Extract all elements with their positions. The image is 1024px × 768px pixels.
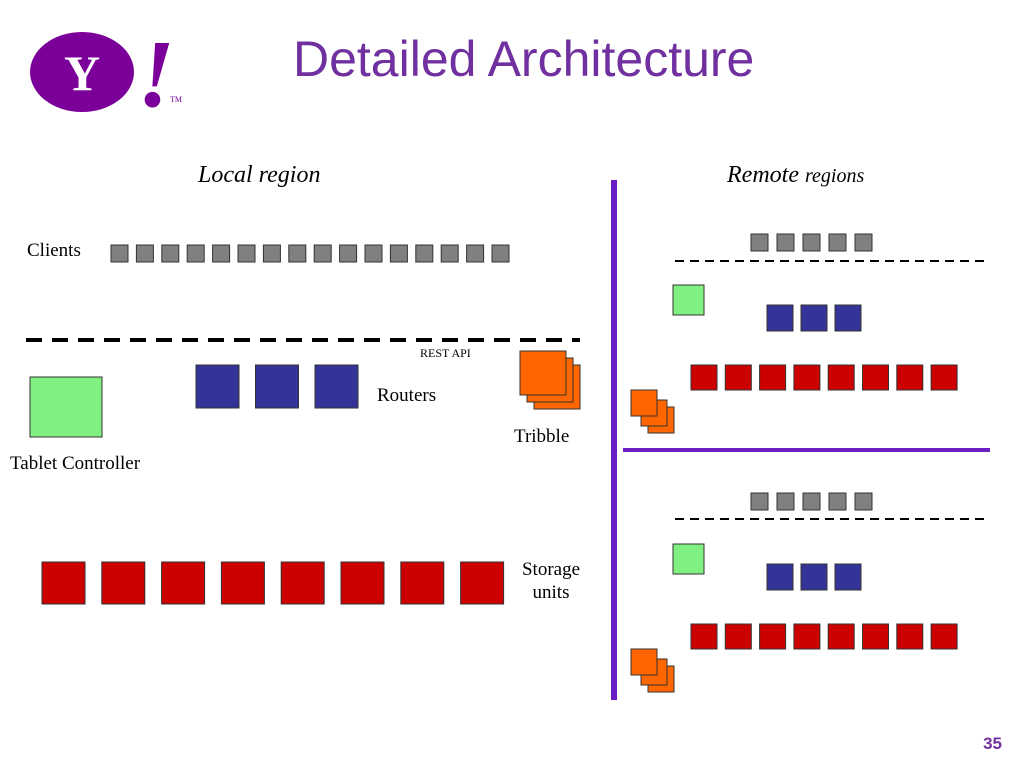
local-region-heading: Local region — [198, 162, 321, 188]
remote-tribble — [630, 389, 658, 417]
remote-storage-unit — [793, 364, 821, 391]
remote-storage-unit — [896, 364, 924, 391]
remote-heading-part1: Remote — [727, 162, 799, 188]
storage-unit — [280, 561, 325, 605]
remote-router-node — [834, 563, 862, 591]
remote-client-node — [802, 492, 821, 511]
remote-storage-unit — [724, 364, 752, 391]
router-node — [255, 364, 299, 409]
local-storage-row — [41, 561, 505, 605]
storage-unit — [460, 561, 505, 605]
remote-region-1 — [630, 233, 958, 434]
remote-storage-unit — [759, 623, 787, 650]
remote-tribble — [630, 648, 658, 676]
logo-exclaim: ! — [137, 28, 174, 120]
remote-client-node — [776, 492, 795, 511]
client-node — [161, 244, 180, 263]
remote-client-node — [828, 233, 847, 252]
tribble-label: Tribble — [514, 426, 570, 447]
remote-storage-unit — [862, 364, 889, 391]
yahoo-logo: Y ! TM — [30, 28, 182, 120]
storage-unit — [340, 561, 385, 605]
storage-label-line1: Storage — [521, 559, 581, 580]
client-node — [237, 244, 256, 263]
client-node — [466, 244, 485, 263]
storage-unit — [400, 561, 445, 605]
page-number: 35 — [983, 734, 1002, 753]
logo-oval — [30, 32, 134, 112]
client-node — [339, 244, 358, 263]
client-node — [186, 244, 205, 263]
remote-storage-unit — [862, 623, 889, 650]
remote-region-2 — [630, 492, 958, 693]
client-node — [491, 244, 510, 263]
remote-router-node — [834, 304, 862, 332]
tribble-stack — [519, 350, 581, 410]
routers-label: Routers — [377, 385, 437, 406]
remote-regions-heading: Remote regions — [727, 163, 864, 187]
remote-storage-unit — [793, 623, 821, 650]
router-node — [195, 364, 240, 409]
client-node — [212, 244, 231, 263]
remote-client-node — [776, 233, 795, 252]
logo-trademark: TM — [170, 95, 182, 104]
remote-client-node — [750, 492, 769, 511]
remote-client-node — [828, 492, 847, 511]
router-node — [314, 364, 359, 409]
remote-storage-unit — [724, 623, 752, 650]
local-clients-row — [110, 244, 510, 263]
logo-letter: Y — [64, 45, 100, 101]
remote-storage-unit — [896, 623, 924, 650]
remote-client-node — [750, 233, 769, 252]
clients-label: Clients — [27, 240, 81, 261]
storage-unit — [101, 561, 146, 605]
remote-storage-unit — [690, 623, 718, 650]
storage-units-label: Storage units — [516, 559, 586, 605]
client-node — [440, 244, 459, 263]
remote-storage-unit — [930, 364, 958, 391]
storage-unit — [220, 561, 265, 605]
storage-unit — [41, 561, 86, 605]
remote-storage-unit — [827, 623, 855, 650]
storage-unit — [161, 561, 206, 605]
client-node — [135, 244, 154, 263]
tablet-controller-label: Tablet Controller — [10, 453, 141, 474]
remote-heading-part2: regions — [804, 165, 865, 187]
client-node — [110, 244, 129, 263]
remote-storage-unit — [930, 623, 958, 650]
client-node — [313, 244, 332, 263]
client-node — [415, 244, 434, 263]
remote-client-node — [854, 233, 873, 252]
slide-title: Detailed Architecture — [293, 31, 755, 87]
remote-router-node — [800, 563, 828, 591]
remote-storage-unit — [759, 364, 787, 391]
remote-router-node — [766, 304, 794, 332]
remote-router-node — [800, 304, 828, 332]
client-node — [364, 244, 383, 263]
remote-storage-unit — [827, 364, 855, 391]
client-node — [288, 244, 307, 263]
client-node — [389, 244, 408, 263]
remote-tablet-controller — [672, 543, 705, 575]
rest-api-label: REST API — [420, 346, 471, 360]
remote-tablet-controller — [672, 284, 705, 316]
remote-client-node — [802, 233, 821, 252]
client-node — [262, 244, 281, 263]
remote-router-node — [766, 563, 794, 591]
local-routers-row — [195, 364, 359, 409]
storage-label-line2: units — [532, 581, 570, 603]
remote-client-node — [854, 492, 873, 511]
tablet-controller-box — [29, 376, 103, 438]
remote-storage-unit — [690, 364, 718, 391]
